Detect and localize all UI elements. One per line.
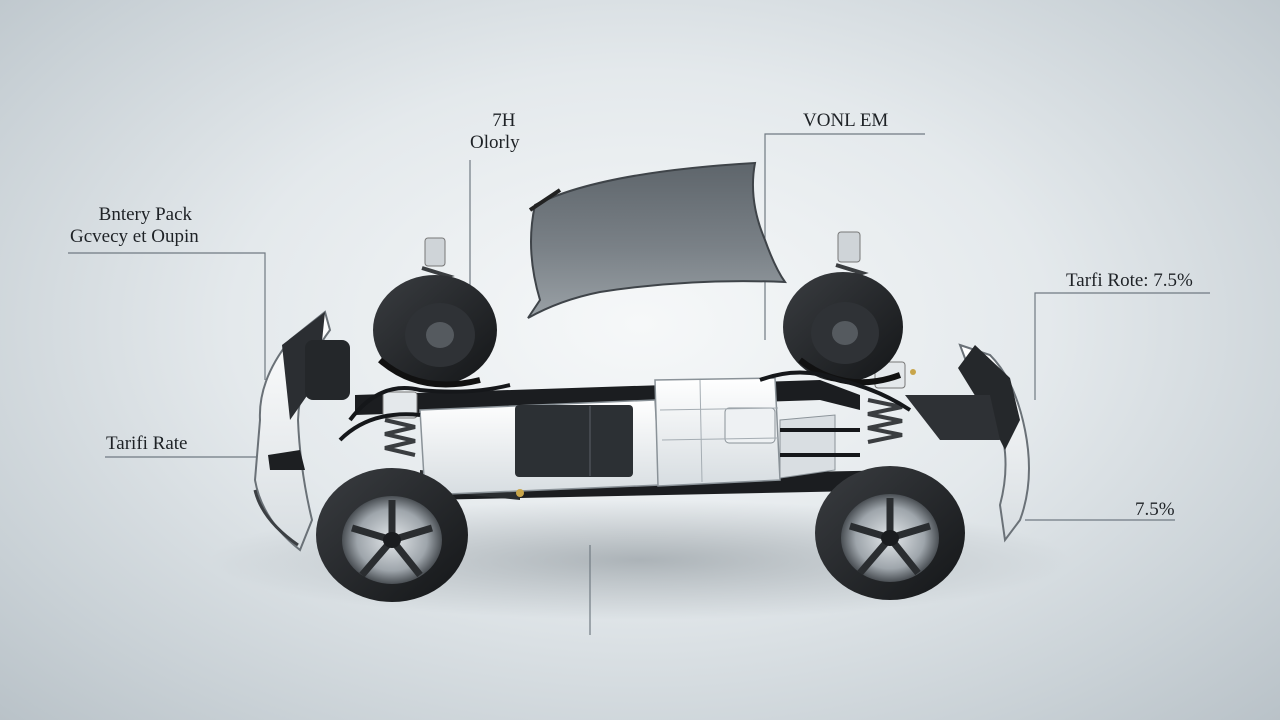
- callout-battery-pack-line1: Bntery Pack: [98, 204, 193, 225]
- callout-top-right: VONL EM: [803, 110, 889, 131]
- rear-upper-wheel: [783, 272, 903, 386]
- callout-battery-pack: Bntery Pack Gcvecy et Oupin: [70, 204, 199, 248]
- callout-top-center: 7H Olorly: [470, 110, 520, 154]
- callout-battery-pack-line2: Gcvecy et Oupin: [70, 226, 199, 247]
- battery-pack: [419, 377, 836, 496]
- rear-body-shell: [905, 343, 1030, 543]
- wiring-harness: [338, 370, 912, 457]
- leader-battery-pack: [68, 252, 266, 380]
- callout-right-rate: Tarfi Rote: 7.5%: [1066, 270, 1193, 291]
- callout-bottom-right: 7.5%: [1135, 499, 1175, 520]
- front-upper-wheel: [373, 275, 497, 388]
- callout-left-rate: Tarifi Rate: [106, 433, 188, 454]
- hood-panel: [527, 161, 788, 319]
- rear-lower-wheel: [815, 466, 965, 600]
- connectors: [516, 369, 916, 497]
- front-lower-wheel: [316, 468, 468, 602]
- leader-right-rate: [1034, 292, 1210, 400]
- callout-top-center-line1: 7H: [492, 110, 516, 131]
- front-body-shell: [253, 310, 350, 552]
- callout-top-center-line2: Olorly: [470, 132, 520, 153]
